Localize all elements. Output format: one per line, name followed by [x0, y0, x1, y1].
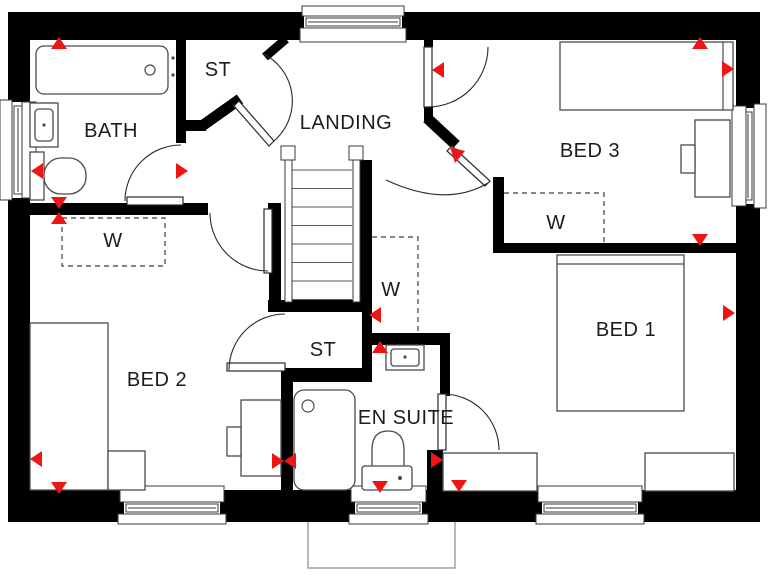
room-label-bed2: BED 2 [127, 369, 187, 391]
door-bed3 [423, 46, 489, 108]
direction-marker [272, 453, 284, 469]
direction-marker [284, 453, 296, 469]
bed2-side-table [107, 450, 146, 491]
window-bed2 [117, 485, 227, 525]
staircase [280, 145, 364, 303]
direction-marker [723, 305, 735, 321]
direction-marker [30, 451, 42, 467]
ensuite-toilet-bowl [371, 430, 405, 471]
direction-marker [431, 452, 443, 468]
direction-marker [51, 37, 67, 49]
ensuite-shower-drain [301, 399, 315, 413]
room-label-bath: BATH [84, 120, 138, 142]
room-label-w-bed2: W [103, 230, 122, 252]
bed3-desk [694, 119, 731, 198]
direction-marker [372, 341, 388, 353]
room-label-st-bottom: ST [310, 339, 337, 361]
bathtub [35, 45, 169, 95]
direction-marker [451, 480, 467, 492]
direction-marker [432, 62, 444, 78]
wardrobe-center-outline [372, 236, 419, 333]
direction-marker [372, 481, 388, 493]
bed1-bed [556, 254, 685, 412]
direction-marker [31, 163, 43, 179]
room-label-landing: LANDING [300, 112, 392, 134]
bed2-bed [29, 322, 109, 491]
door-bed1 [385, 145, 491, 196]
direction-markers [30, 37, 735, 494]
direction-marker [176, 163, 188, 179]
room-label-w-bed3: W [546, 212, 565, 234]
bath-toilet [43, 157, 87, 195]
direction-marker [692, 37, 708, 49]
direction-marker [51, 212, 67, 224]
direction-marker [692, 234, 708, 246]
inner-walls [28, 35, 736, 490]
window-bed1 [535, 485, 645, 525]
direction-marker [369, 307, 381, 323]
window-ensuite [348, 485, 429, 525]
bed3-chair [680, 144, 696, 174]
bed3-bed [559, 41, 734, 111]
stair-rail-left [284, 149, 293, 303]
direction-marker [51, 197, 67, 209]
door-ensuite [437, 393, 500, 451]
stair-newel-right [348, 145, 364, 161]
room-label-bed1: BED 1 [596, 319, 656, 341]
direction-marker [722, 61, 734, 77]
door-st-top [233, 53, 293, 147]
ensuite-shower [293, 389, 356, 491]
window-bed3 [731, 103, 767, 209]
ensuite-toilet-cistern [361, 465, 413, 491]
room-label-ensuite: EN SUITE [358, 407, 454, 429]
room-label-w-center: W [381, 279, 400, 301]
bed2-chair [226, 426, 242, 457]
stair-newel-left [280, 145, 296, 161]
wardrobes [61, 192, 605, 333]
porch-outline [307, 515, 456, 569]
room-label-bed3: BED 3 [560, 140, 620, 162]
furniture [29, 41, 735, 492]
door-bath [124, 144, 184, 206]
direction-marker [450, 147, 465, 163]
direction-marker [51, 482, 67, 494]
room-label-st-top: ST [205, 59, 232, 81]
windows [0, 5, 767, 525]
stair-rail-right [352, 149, 361, 303]
wardrobe-bed2-outline [61, 217, 166, 267]
door-bed2 [209, 208, 273, 274]
door-st-bottom [226, 313, 286, 372]
room-labels: BATH ST LANDING BED 3 W BED 1 W ST EN SU… [84, 59, 656, 429]
bathtub-tap [144, 64, 156, 76]
bed1-cabinet-right [644, 452, 735, 492]
wardrobe-bed3-outline [504, 192, 605, 243]
window-landing [299, 5, 407, 43]
